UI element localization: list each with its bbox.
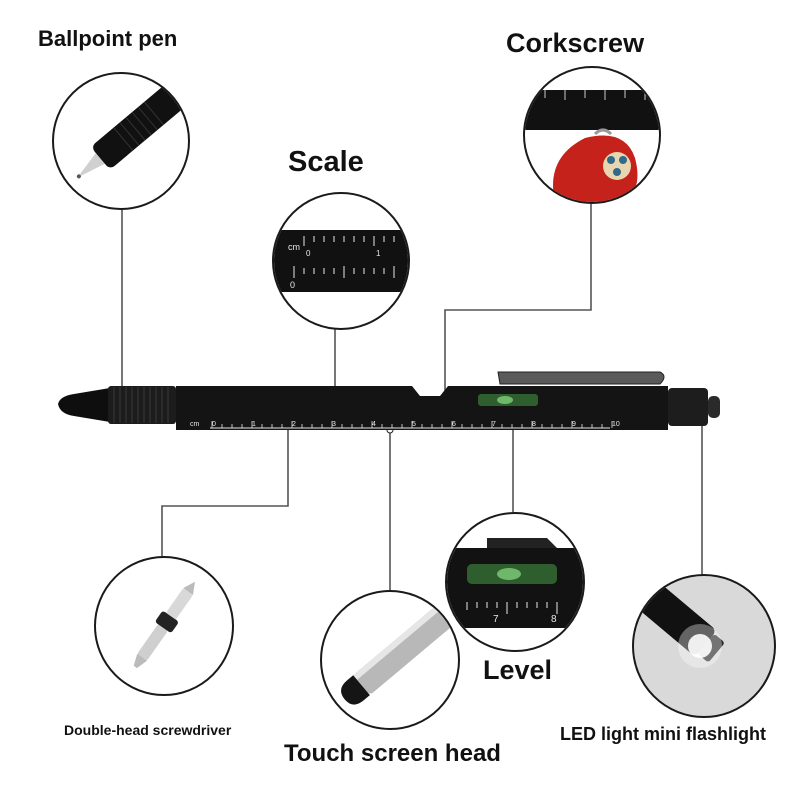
pen-ruler-number: 7 (492, 421, 496, 428)
pen-ruler-number: 4 (372, 421, 376, 428)
label-double-head-screwdriver: Double-head screwdriver (64, 722, 232, 738)
pen-ruler-number: 0 (212, 421, 216, 428)
label-level: Level (483, 655, 553, 685)
pen-ruler-ticks (211, 421, 613, 428)
level-number-left: 7 (493, 614, 499, 625)
scale-top-one: 1 (376, 249, 381, 258)
pen-ruler-number: 1 (252, 421, 256, 428)
pen-ruler-number: 9 (572, 421, 576, 428)
pen-ruler-unit: cm (190, 421, 200, 428)
leader-screwdriver (161, 404, 289, 560)
pen-ruler-number: 2 (292, 421, 296, 428)
detail-screwdriver (94, 556, 234, 696)
pen-ruler-number: 6 (452, 421, 456, 428)
detail-corkscrew (523, 66, 661, 204)
label-scale: Scale (288, 146, 364, 178)
detail-level: 7 8 (445, 512, 585, 652)
scale-unit-label: cm (288, 242, 300, 252)
scale-bottom-zero: 0 (290, 280, 295, 290)
screwdriver-bit-image (133, 581, 195, 669)
pen-clip (497, 371, 665, 385)
detail-ballpoint-pen (52, 72, 190, 210)
label-led-flashlight: LED light mini flashlight (560, 724, 766, 744)
pen-body (176, 386, 668, 430)
label-corkscrew: Corkscrew (506, 28, 645, 58)
detail-touch-screen-head (320, 590, 460, 730)
pen-ruler-number: 3 (332, 421, 336, 428)
pen-ruler-number: 8 (532, 421, 536, 428)
leader-corkscrew (444, 200, 592, 398)
scale-image: cm 0 1 0 (274, 230, 408, 292)
level-number-right: 8 (551, 614, 557, 625)
pen-ruler-number: 5 (412, 421, 416, 428)
scale-top-zero: 0 (306, 249, 311, 258)
pen-tip (58, 388, 110, 422)
stylus-image (341, 598, 458, 705)
pen-ruler-numbers: 0 1 2 3 4 5 6 7 8 9 10 (212, 421, 620, 428)
detail-scale: cm 0 1 0 (272, 192, 410, 330)
ballpoint-tip-image (76, 78, 188, 179)
corkscrew-image (525, 90, 659, 202)
led-flashlight-image (636, 581, 724, 668)
label-ballpoint-pen: Ballpoint pen (38, 26, 178, 51)
label-touch-screen-head: Touch screen head (284, 740, 501, 767)
level-image: 7 8 (447, 538, 583, 628)
pen-ruler-number: 10 (612, 421, 620, 428)
pen-grip (108, 386, 176, 424)
detail-led-flashlight (632, 574, 776, 718)
pen-end-cap (668, 388, 708, 426)
